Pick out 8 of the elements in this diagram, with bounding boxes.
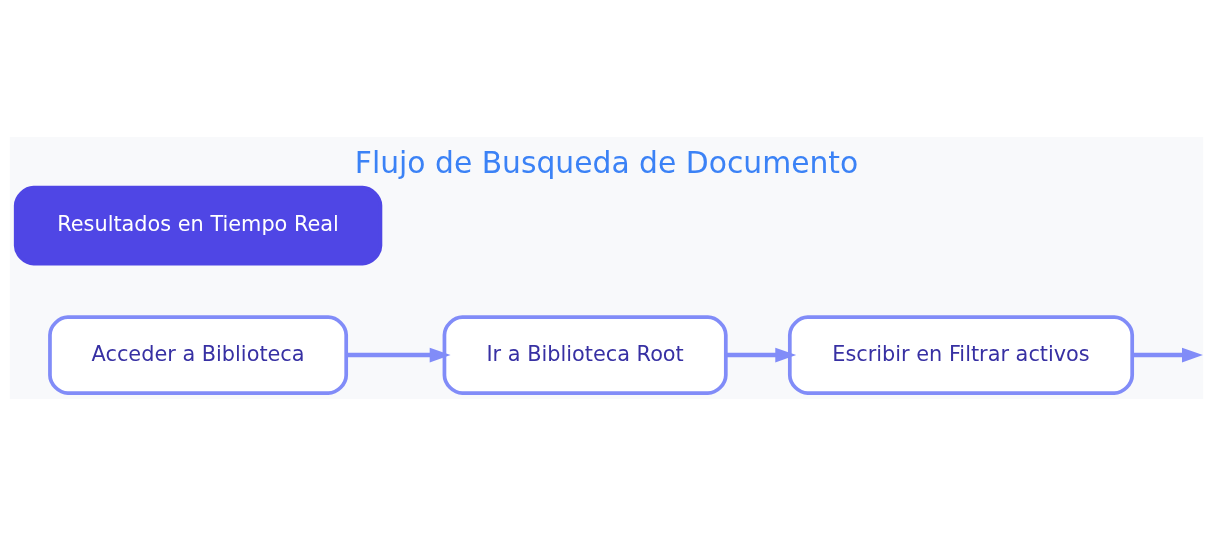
diagram-title: Flujo de Busqueda de Documento (354, 144, 859, 180)
node-box: Resultados en Tiempo Real (13, 185, 383, 266)
arrow (346, 347, 451, 363)
node-box: Escribir en Filtrar activos (787, 315, 1135, 395)
node-box: Ir a Biblioteca Root (442, 315, 728, 395)
arrow (726, 347, 797, 363)
arrow (1132, 347, 1203, 363)
node-box: Acceder a Biblioteca (48, 315, 349, 395)
